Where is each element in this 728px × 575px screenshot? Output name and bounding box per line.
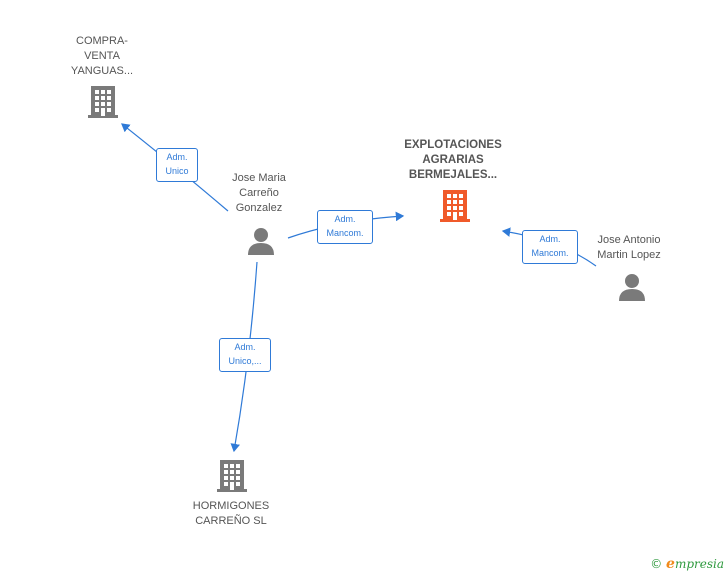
company-label-explotaciones[interactable]: EXPLOTACIONES AGRARIAS BERMEJALES... (404, 139, 502, 181)
copyright-symbol: © (650, 557, 663, 571)
edge-label-adm-unico[interactable]: Adm. Unico (156, 148, 198, 182)
person-label-jose-antonio[interactable]: Jose Antonio Martin Lopez (597, 234, 661, 261)
person-label-jose-maria[interactable]: Jose Maria Carreño Gonzalez (232, 172, 286, 214)
edge-label-adm-unico-etc[interactable]: Adm. Unico,... (219, 338, 271, 372)
building-icon[interactable] (215, 458, 249, 494)
building-icon[interactable] (86, 84, 120, 120)
building-icon-main[interactable] (438, 188, 472, 224)
edge-label-adm-mancom[interactable]: Adm. Mancom. (522, 230, 578, 264)
company-label-compraventa[interactable]: COMPRA- VENTA YANGUAS... (70, 35, 134, 77)
brand-logo-initial: e (666, 556, 675, 572)
person-icon[interactable] (616, 272, 648, 302)
company-label-hormigones[interactable]: HORMIGONES CARREÑO SL (192, 500, 270, 527)
brand-logo-text: mpresia (674, 557, 724, 571)
person-icon[interactable] (245, 226, 277, 256)
edge-label-adm-mancom[interactable]: Adm. Mancom. (317, 210, 373, 244)
brand-watermark: © empresia (650, 556, 724, 572)
